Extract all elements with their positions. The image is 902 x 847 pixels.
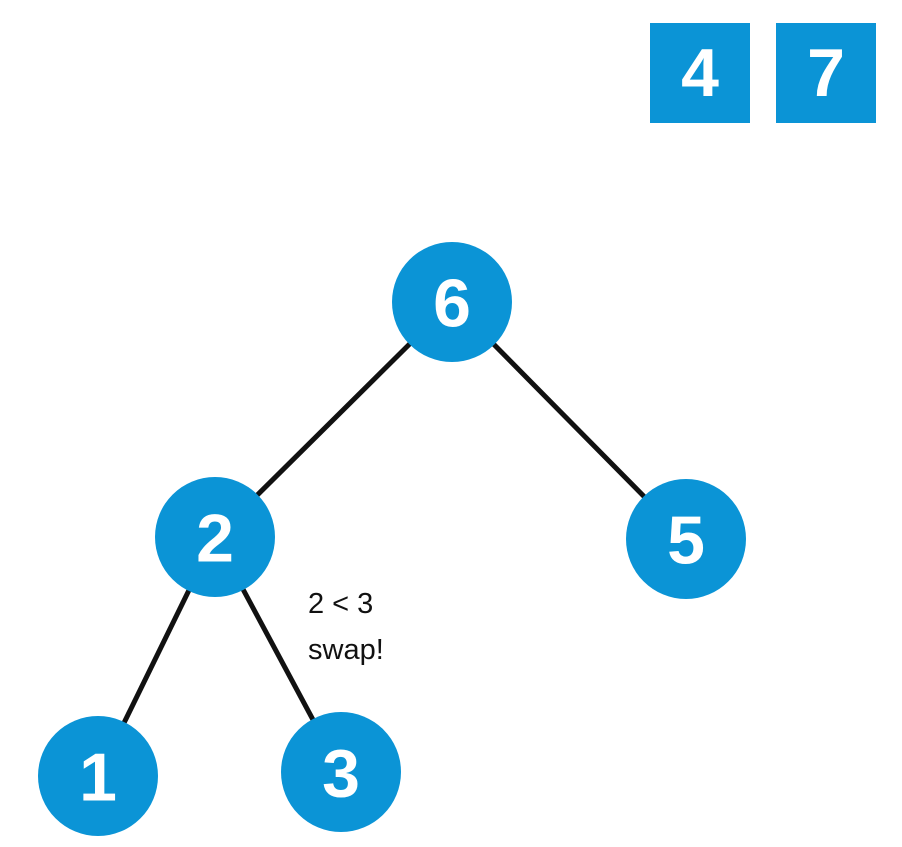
swap-annotation-line2: swap! [308, 634, 384, 666]
tree-node-2-label: 2 [196, 500, 234, 576]
tree-node-6-circle [392, 242, 512, 362]
tree-node-2: 2 [155, 477, 275, 597]
swap-annotation: 2 < 3 swap! [308, 588, 384, 666]
tree-node-6-label: 6 [433, 265, 471, 341]
tree-node-1-label: 1 [79, 739, 117, 815]
tree-node-5: 5 [626, 479, 746, 599]
tree-node-3-circle [281, 712, 401, 832]
pending-value-box-7: 7 [776, 23, 876, 123]
pending-values-row: 4 7 [650, 23, 876, 123]
pending-value-box-4: 4 [650, 23, 750, 123]
tree-node-5-circle [626, 479, 746, 599]
tree-node-6: 6 [392, 242, 512, 362]
tree-node-2-circle [155, 477, 275, 597]
tree-node-1-circle [38, 716, 158, 836]
tree-node-3: 3 [281, 712, 401, 832]
swap-annotation-line1: 2 < 3 [308, 588, 373, 620]
tree-node-1: 1 [38, 716, 158, 836]
tree-node-3-label: 3 [322, 735, 360, 811]
tree-node-5-label: 5 [667, 502, 705, 578]
